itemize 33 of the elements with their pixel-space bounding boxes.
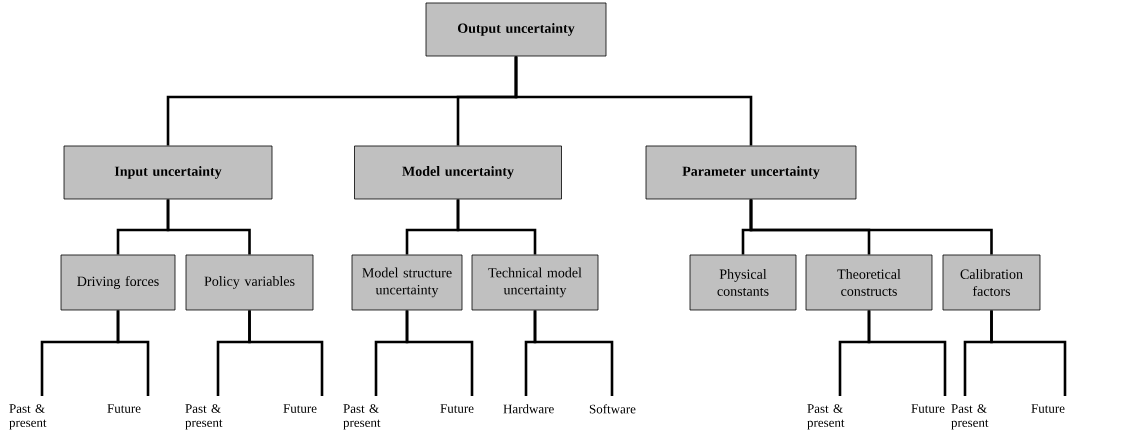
leaf-label: Past & present xyxy=(185,404,223,430)
tree-connector xyxy=(867,310,947,396)
leaf-label: Future xyxy=(1031,404,1065,413)
tree-connector xyxy=(248,310,324,396)
category-box: Technical model uncertainty xyxy=(471,254,599,311)
leaf-label: Past & present xyxy=(343,404,381,430)
leaf-label: Future xyxy=(440,404,474,413)
tree-connector xyxy=(405,310,474,396)
category-box: Model structure uncertainty xyxy=(351,254,463,311)
tree-connector xyxy=(116,310,150,396)
tree-connector xyxy=(514,56,753,146)
tree-connector xyxy=(749,199,993,255)
category-box: Driving forces xyxy=(60,254,176,311)
tree-connector xyxy=(456,199,537,255)
leaf-label: Future xyxy=(911,404,945,413)
leaf-label: Past & present xyxy=(951,404,989,430)
leaf-label: Future xyxy=(107,404,141,413)
category-box: Input uncertainty xyxy=(63,145,273,200)
tree-connector xyxy=(166,199,251,255)
category-box: Model uncertainty xyxy=(354,145,562,200)
category-box: Theoretical constructs xyxy=(805,254,933,311)
tree-connector xyxy=(990,310,1067,396)
leaf-label: Software xyxy=(589,404,636,414)
leaf-label: Past & present xyxy=(9,404,47,430)
leaf-label: Hardware xyxy=(503,404,554,414)
leaf-label: Future xyxy=(283,404,317,413)
leaf-label: Past & present xyxy=(807,404,845,430)
category-box: Output uncertainty xyxy=(425,2,607,57)
category-box: Physical constants xyxy=(689,254,797,311)
category-box: Policy variables xyxy=(185,254,314,311)
category-box: Parameter uncertainty xyxy=(645,145,857,200)
category-box: Calibration factors xyxy=(942,254,1041,311)
tree-connector xyxy=(533,310,614,396)
